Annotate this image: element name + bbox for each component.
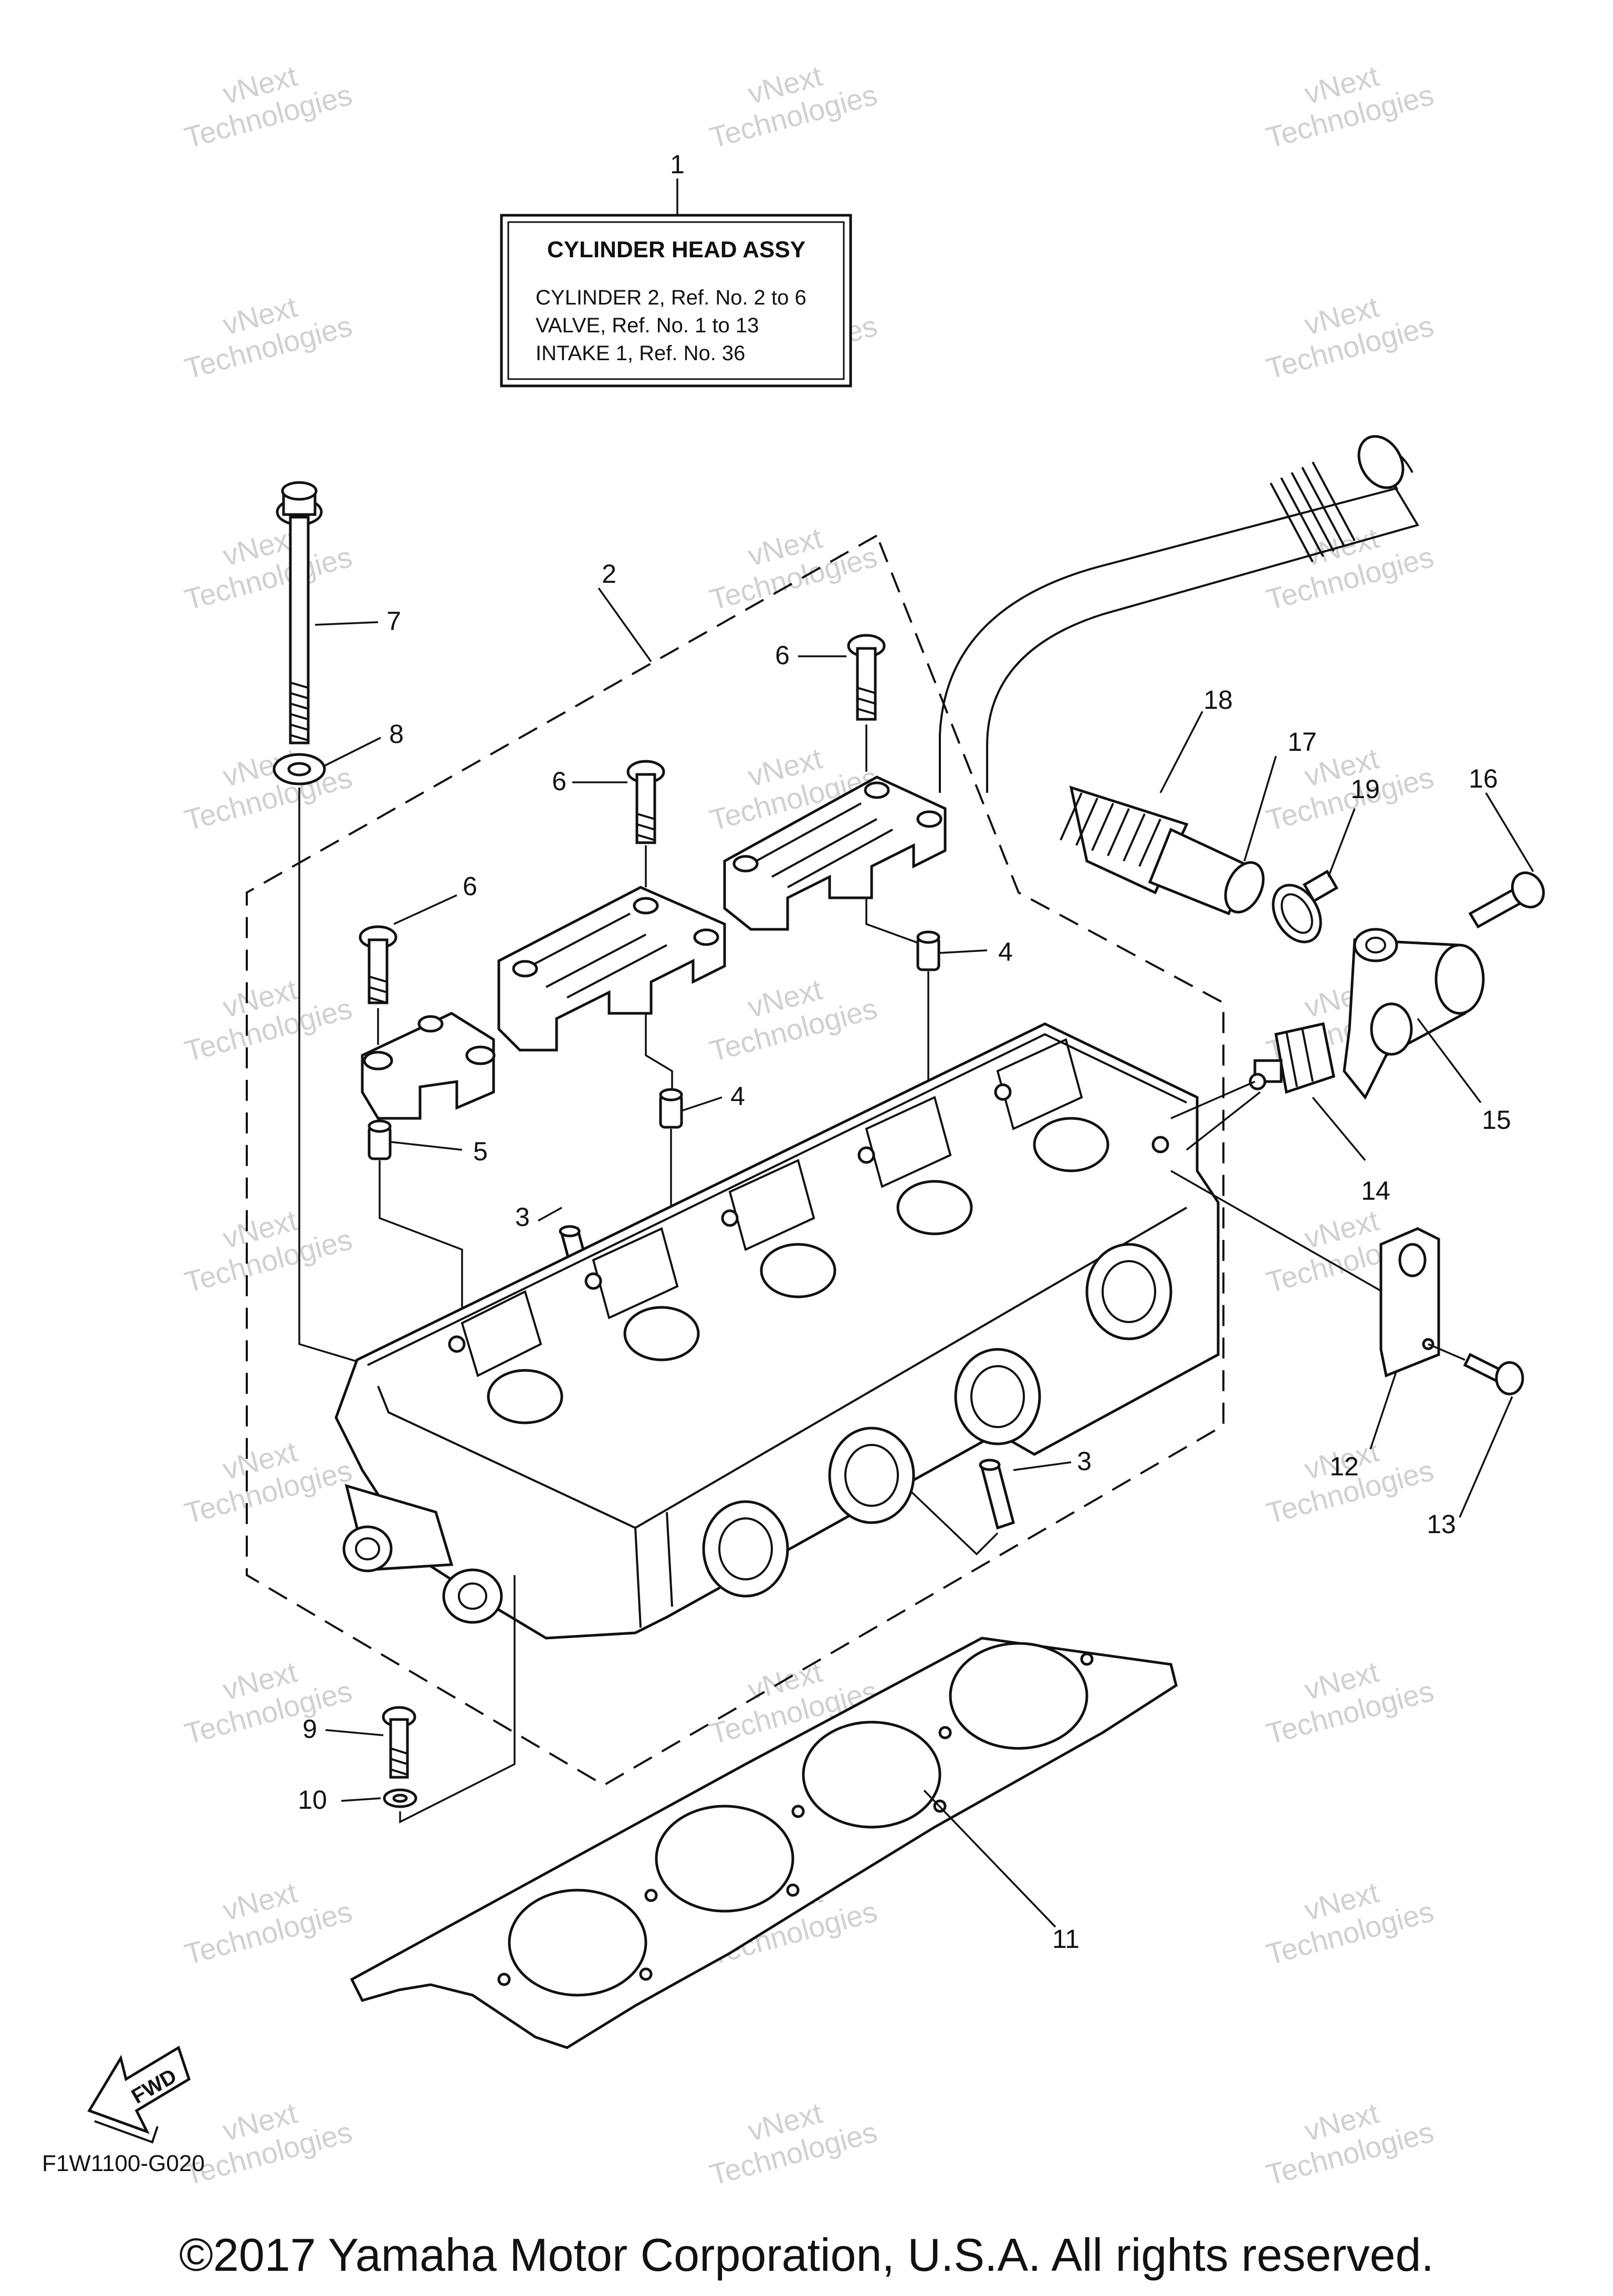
bracket-screw xyxy=(1463,1353,1524,1396)
callout-15: 15 xyxy=(1482,1105,1511,1135)
callout-19: 19 xyxy=(1350,774,1380,804)
housing-bolt xyxy=(1468,871,1545,929)
water-hose xyxy=(939,435,1420,793)
callout-13: 13 xyxy=(1427,1509,1456,1539)
cam-cap-medium xyxy=(497,886,726,1052)
callout-14: 14 xyxy=(1361,1176,1390,1205)
callout-16: 16 xyxy=(1469,764,1498,793)
callout-3-upper: 3 xyxy=(515,1202,530,1232)
diagram-code: F1W1100-G020 xyxy=(42,2151,205,2176)
callout-9: 9 xyxy=(302,1714,317,1744)
hose-clamp xyxy=(1272,869,1339,943)
hose-elbow xyxy=(1060,785,1265,916)
callout-5: 5 xyxy=(473,1137,488,1166)
callout-17: 17 xyxy=(1287,727,1317,757)
callout-6-left: 6 xyxy=(463,872,477,901)
info-box-line-3: INTAKE 1, Ref. No. 36 xyxy=(536,342,745,365)
callout-4-upper: 4 xyxy=(998,937,1013,967)
callout-12: 12 xyxy=(1329,1452,1359,1481)
callout-7: 7 xyxy=(386,606,401,636)
info-box-line-2: VALVE, Ref. No. 1 to 13 xyxy=(536,314,759,337)
bracket xyxy=(1379,1227,1440,1378)
cylinder-head xyxy=(334,1022,1220,1640)
cam-cap-small xyxy=(361,1012,496,1120)
valve-guide-lower xyxy=(979,1459,1015,1530)
washer xyxy=(273,753,326,785)
callout-11: 11 xyxy=(1052,1924,1080,1954)
callout-18: 18 xyxy=(1203,685,1233,715)
callout-4-lower: 4 xyxy=(730,1082,745,1111)
long-bolt xyxy=(276,481,323,745)
callout-8: 8 xyxy=(389,719,404,749)
cap-bolt-left xyxy=(359,925,397,1004)
small-bolt xyxy=(382,1706,416,1779)
cap-bolt-right xyxy=(847,634,886,721)
cam-cap-large xyxy=(723,775,947,931)
callout-2: 2 xyxy=(602,559,616,589)
info-box: CYLINDER HEAD ASSY CYLINDER 2, Ref. No. … xyxy=(500,150,852,387)
info-box-title: CYLINDER HEAD ASSY xyxy=(547,237,805,263)
callout-1: 1 xyxy=(670,150,685,179)
cap-bolt-center xyxy=(626,760,665,844)
small-washer xyxy=(383,1788,417,1808)
head-gasket xyxy=(350,1637,1178,2049)
thermostat-housing xyxy=(1343,928,1485,1100)
callout-6-right: 6 xyxy=(775,641,790,670)
fwd-arrow-icon: FWD xyxy=(87,2046,191,2144)
leader-2 xyxy=(598,587,652,663)
callout-6-center: 6 xyxy=(552,767,567,796)
temperature-sensor xyxy=(1249,1022,1335,1094)
callout-3-lower: 3 xyxy=(1077,1446,1092,1476)
info-box-line-1: CYLINDER 2, Ref. No. 2 to 6 xyxy=(536,286,806,309)
callout-10: 10 xyxy=(298,1785,327,1815)
dowel-pins xyxy=(368,930,940,1160)
copyright-notice: ©2017 Yamaha Motor Corporation, U.S.A. A… xyxy=(179,2229,1434,2281)
callout-layer: 2 3 3 4 4 5 6 6 6 7 8 9 10 11 12 13 14 1… xyxy=(298,559,1511,1954)
